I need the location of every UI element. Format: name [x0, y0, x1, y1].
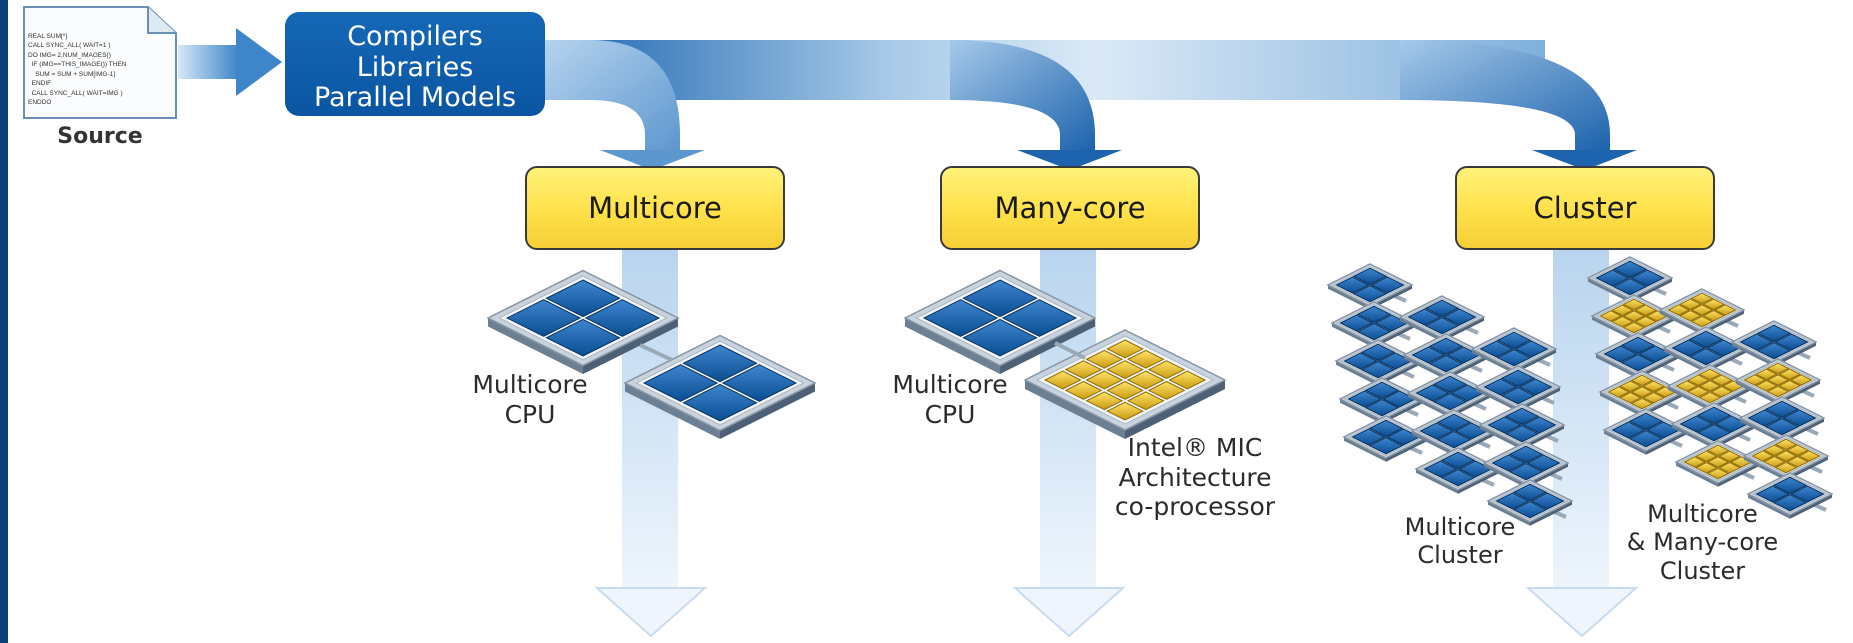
many-core-cluster-node [1602, 408, 1690, 455]
multicore-cluster-node [1330, 301, 1418, 348]
tools-line: Parallel Models [313, 82, 517, 113]
processor-illustrations [486, 256, 1834, 526]
flow-curve-multicore [545, 40, 680, 150]
label-line: Multicore [892, 370, 1008, 399]
interconnect-line [639, 343, 673, 362]
tools-line: Libraries [356, 51, 474, 83]
many-core-cluster-node [1662, 326, 1750, 373]
tools-line: Compilers [347, 21, 483, 52]
target-box-many-core: Many-core [940, 166, 1200, 250]
code-line: ENDIF [28, 80, 52, 88]
many-core-cluster-node [1598, 370, 1686, 417]
many-core-cluster-node [1594, 332, 1682, 379]
label-multicore-cpu: Multicore CPU [460, 370, 600, 429]
label-line: Cluster [1659, 556, 1746, 585]
target-vertical-arrow [1525, 248, 1639, 638]
target-box-cluster: Cluster [1455, 166, 1715, 250]
multicore-cluster-node [1338, 377, 1426, 424]
many-core-cluster-node [1734, 358, 1822, 405]
flow-curve-many-core [950, 40, 1095, 150]
label-line: Multicore [1647, 500, 1758, 528]
multicore-cluster-node [1414, 447, 1502, 494]
multicore-cpu-chip [486, 269, 680, 375]
label-line: co-processor [1114, 492, 1276, 521]
multicore-cluster-node [1406, 371, 1494, 418]
interconnect-line [1054, 341, 1086, 360]
many-core-cluster-node [1666, 364, 1754, 411]
many-core-cluster-node [1658, 288, 1746, 335]
source-document-icon [23, 6, 177, 119]
code-line: SUM = SUM + SUM[IMG-1] [28, 70, 116, 78]
flow-arrowhead-cluster [1532, 150, 1637, 170]
code-line: ENDDO [28, 98, 52, 106]
many-core-cluster-node [1730, 320, 1818, 367]
label-line: Multicore [472, 370, 588, 399]
multicore-cluster-node [1402, 333, 1490, 380]
many-core-cluster-node [1586, 256, 1674, 303]
many-core-cluster-node [1674, 440, 1762, 487]
multicore-cluster-node [1410, 409, 1498, 456]
label-multicore-cpu: Multicore CPU [880, 370, 1020, 429]
code-line: DO IMG= 2,NUM_IMAGES() [28, 51, 111, 59]
source-label: Source [57, 124, 143, 149]
multicore-cluster-node [1342, 415, 1430, 462]
multicore-cluster-node [1478, 403, 1566, 450]
multicore-cluster-node [1474, 365, 1562, 412]
code-line: IF (IMG==THIS_IMAGE()) THEN [28, 61, 127, 69]
code-line: CALL SYNC_ALL( WAIT=1 ) [28, 42, 111, 50]
source-arrow [178, 28, 282, 96]
target-box-multicore: Multicore [525, 166, 785, 250]
many-core-cluster-node [1738, 396, 1826, 443]
label-line: CPU [504, 399, 556, 429]
label-multicore-cluster: Multicore Cluster [1385, 513, 1535, 570]
label-line: & Many-core [1626, 528, 1779, 557]
multicore-cluster-node [1482, 441, 1570, 488]
tools-box: Compilers Libraries Parallel Models [285, 12, 545, 116]
code-line: CALL SYNC_ALL( WAIT=IMG ) [28, 89, 123, 97]
many-core-cluster-node [1742, 434, 1830, 481]
many-core-cluster-node [1746, 472, 1834, 519]
source-code: REAL SUM[*] CALL SYNC_ALL( WAIT=1 ) DO I… [28, 32, 126, 107]
label-many-core-cluster: Multicore & Many-core Cluster [1610, 500, 1795, 585]
multicore-cpu-chip [623, 334, 817, 440]
label-line: Architecture [1118, 462, 1272, 492]
multicore-cluster-node [1326, 263, 1414, 310]
label-line: Cluster [1417, 541, 1503, 570]
left-edge-stripe [0, 0, 8, 643]
multicore-cluster-node [1334, 339, 1422, 386]
label-line: Multicore [1404, 513, 1516, 541]
flow-curve-cluster [1400, 40, 1610, 150]
multicore-cpu-chip [903, 269, 1097, 375]
flow-arrowhead-multicore [600, 150, 705, 170]
multicore-cluster-node [1486, 479, 1574, 526]
flow-arrowhead-many-core [1017, 150, 1122, 170]
code-line: REAL SUM[*] [28, 33, 68, 40]
multicore-cluster-node [1398, 295, 1486, 342]
label-line: Intel® MIC [1127, 433, 1263, 462]
multicore-cluster-node [1470, 327, 1558, 374]
many-core-cluster-node [1670, 402, 1758, 449]
label-mic-coprocessor: Intel® MIC Architecture co-processor [1100, 433, 1290, 522]
label-line: CPU [924, 399, 976, 429]
